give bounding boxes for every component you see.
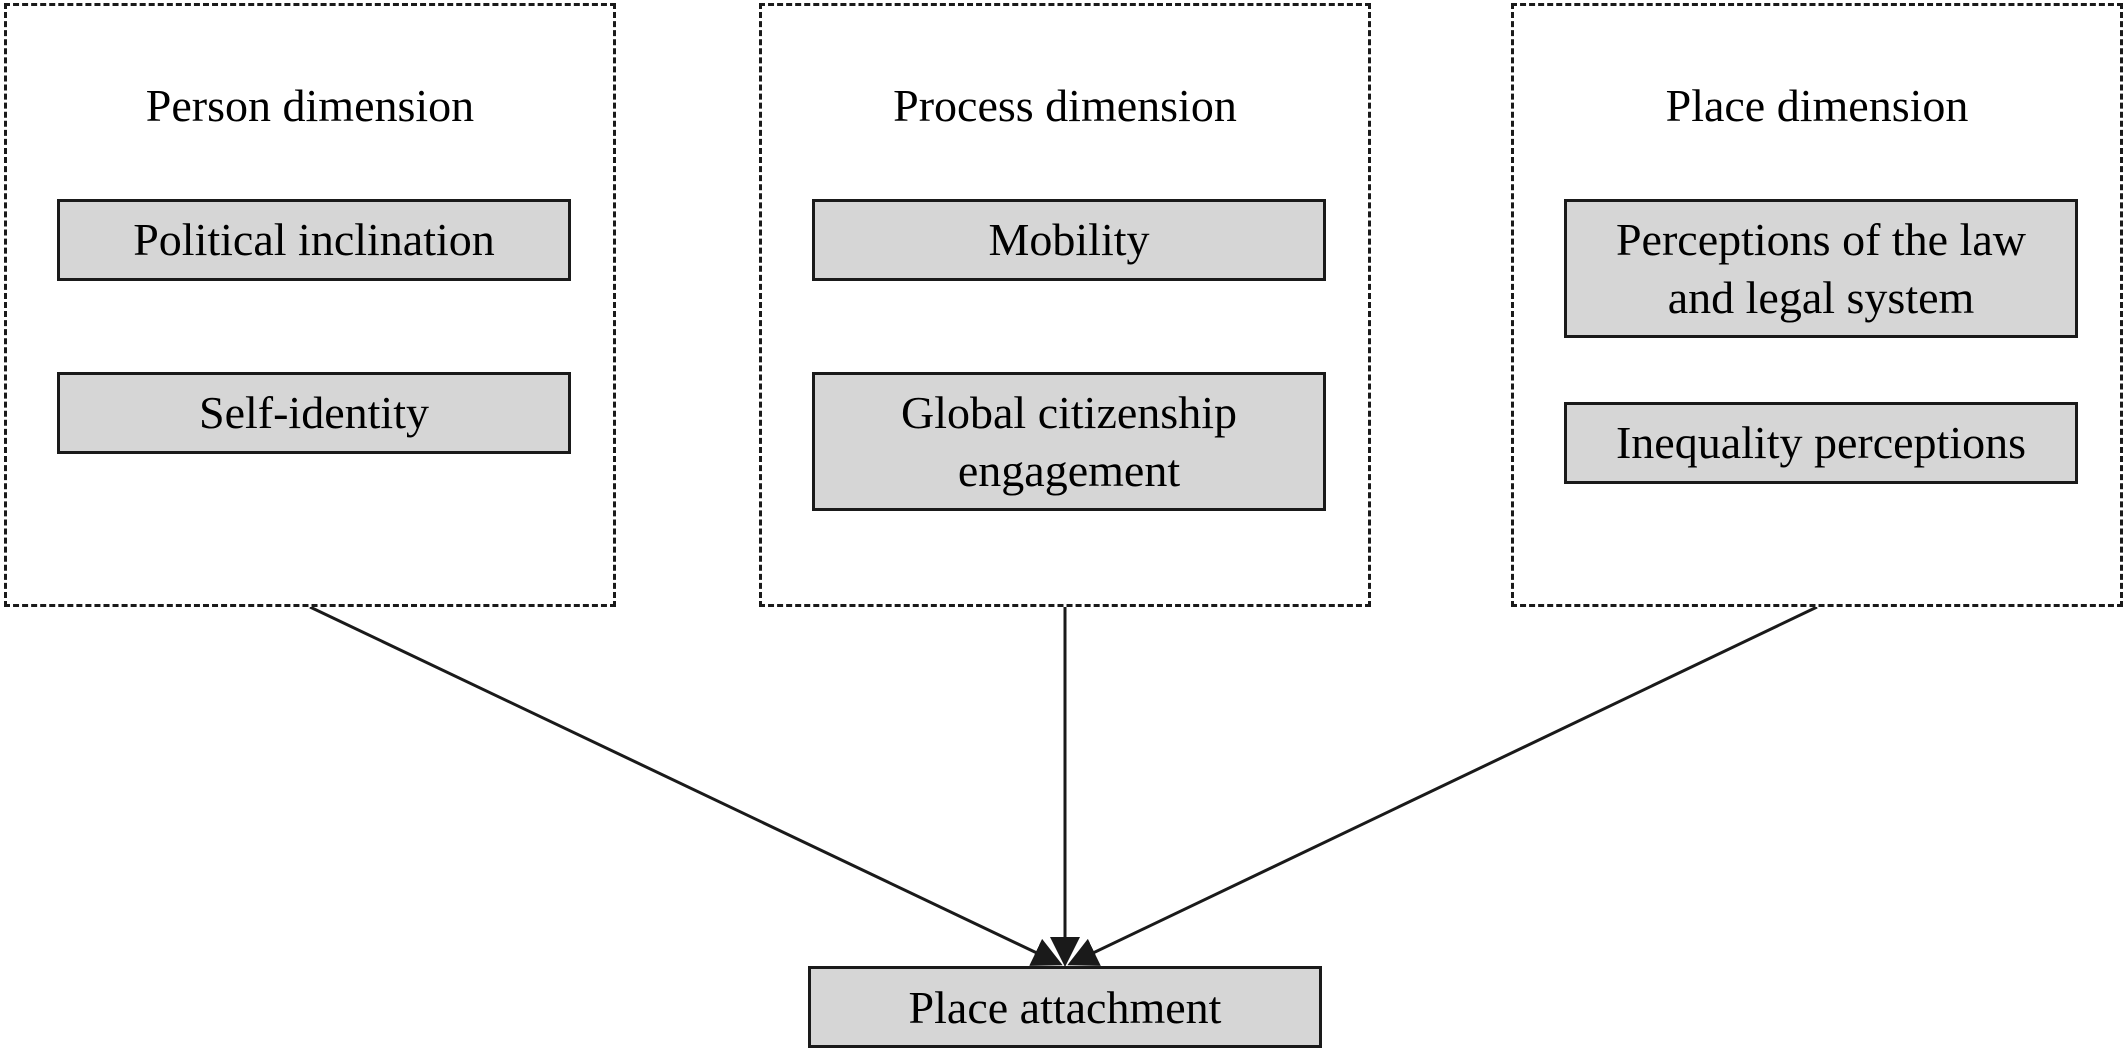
factor-label: Political inclination xyxy=(133,214,495,265)
person-dimension-title: Person dimension xyxy=(145,80,475,131)
factor-label-line-2: and legal system xyxy=(1667,271,1975,323)
factor-self-identity: Self-identity xyxy=(57,372,571,454)
factor-label-line-1: Perceptions of the law xyxy=(1615,213,2027,265)
factor-label: Inequality perceptions xyxy=(1615,417,2027,468)
factor-political-inclination: Political inclination xyxy=(57,199,571,281)
person-dimension-box: Person dimension Political inclination S… xyxy=(4,3,616,607)
arrow-person-to-outcome xyxy=(309,605,1063,966)
place-attachment-box: Place attachment xyxy=(808,966,1322,1048)
factor-perceptions-of-law: Perceptions of the law and legal system xyxy=(1564,199,2078,338)
factor-label: Mobility xyxy=(988,214,1150,265)
factor-label-line-1: Global citizenship xyxy=(901,386,1237,438)
process-dimension-title: Process dimension xyxy=(893,80,1237,131)
factor-label: Self-identity xyxy=(199,387,429,438)
factor-inequality-perceptions: Inequality perceptions xyxy=(1564,402,2078,484)
arrow-place-to-outcome xyxy=(1067,605,1818,966)
factor-mobility: Mobility xyxy=(812,199,1326,281)
outcome-label: Place attachment xyxy=(908,981,1222,1033)
process-dimension-box: Process dimension Mobility Global citize… xyxy=(759,3,1371,607)
factor-label-line-2: engagement xyxy=(957,444,1181,496)
place-dimension-box: Place dimension Perceptions of the law a… xyxy=(1511,3,2123,607)
place-dimension-title: Place dimension xyxy=(1665,80,1969,131)
factor-global-citizenship-engagement: Global citizenship engagement xyxy=(812,372,1326,511)
